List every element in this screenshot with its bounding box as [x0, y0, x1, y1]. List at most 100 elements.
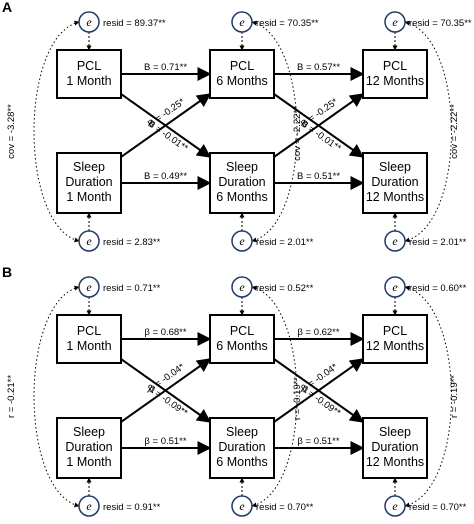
residual-label: resid = 2.01**: [256, 237, 314, 248]
error-circle: [384, 230, 406, 252]
error-symbol: e: [86, 15, 92, 29]
node-label: PCL: [383, 324, 407, 338]
node-rect: [362, 314, 428, 364]
node-label: 1 Month: [66, 339, 111, 353]
error-symbol: e: [239, 15, 245, 29]
residual-label: resid = 0.91**: [103, 502, 161, 513]
node-label: 12 Months: [366, 74, 424, 88]
error-term-pcl6: e resid = 70.35**: [231, 11, 319, 51]
node-label: 6 Months: [216, 339, 267, 353]
node-label: PCL: [77, 59, 101, 73]
covariance-label: cov = -2.22**: [449, 104, 460, 159]
residual-label: resid = 0.52**: [256, 283, 314, 294]
covariance-label: cov = -3.28**: [6, 104, 17, 159]
error-circle: [78, 11, 100, 33]
node-rect: [209, 314, 275, 364]
error-circle: [384, 11, 406, 33]
node-label: PCL: [77, 324, 101, 338]
node-rect: [56, 417, 122, 479]
node-rect: [56, 314, 122, 364]
node-label: Sleep: [379, 425, 411, 439]
residual-label: resid = 89.37**: [103, 18, 166, 29]
residual-label: resid = 0.71**: [103, 283, 161, 294]
node-label: 1 Month: [66, 190, 111, 204]
node-label: Duration: [218, 440, 265, 454]
node-rect: [362, 152, 428, 214]
covariance-label: r = -0.19**: [449, 375, 460, 418]
cross-lag-arrow: [120, 358, 212, 423]
node-rect: [209, 49, 275, 99]
path-coefficient: β = 0.51**: [144, 436, 186, 447]
residual-label: resid = 70.35**: [409, 18, 472, 29]
residual-label: resid = 0.60**: [409, 283, 467, 294]
node-label: Sleep: [73, 425, 105, 439]
residual-label: resid = 0.70**: [409, 502, 467, 513]
error-circle: [384, 495, 406, 517]
covariance-curve: [33, 285, 80, 508]
residual-label: resid = 70.35**: [256, 18, 319, 29]
error-term-sleep12: e resid = 0.70**: [384, 477, 467, 517]
path-coefficient: β = 0.62**: [297, 327, 339, 338]
error-circle: [231, 230, 253, 252]
covariance-curve: [251, 285, 298, 508]
cross-lag-arrow: [120, 93, 212, 158]
error-symbol: e: [86, 499, 92, 513]
path-coefficient: B = 0.51**: [297, 171, 340, 182]
node-label: 12 Months: [366, 455, 424, 469]
node-label: PCL: [230, 324, 254, 338]
error-circle: [384, 276, 406, 298]
node-label: Duration: [371, 440, 418, 454]
node-label: Duration: [65, 440, 112, 454]
node-label: 6 Months: [216, 455, 267, 469]
node-rect: [209, 152, 275, 214]
error-symbol: e: [392, 499, 398, 513]
path-coefficient: β = 0.68**: [144, 327, 186, 338]
panel-label: A: [2, 0, 12, 15]
covariance-label: r = -0.21**: [6, 375, 17, 418]
node-label: 1 Month: [66, 74, 111, 88]
path-coefficient: B = 0.57**: [297, 62, 340, 73]
covariance-curve: [251, 20, 298, 243]
error-term-sleep1: e resid = 0.91**: [78, 477, 161, 517]
error-symbol: e: [392, 280, 398, 294]
error-symbol: e: [86, 234, 92, 248]
node-label: Sleep: [379, 160, 411, 174]
node-label: Duration: [371, 175, 418, 189]
error-circle: [231, 495, 253, 517]
path-coefficient: B = 0.49**: [144, 171, 187, 182]
error-circle: [78, 230, 100, 252]
covariance-label: r = -0.19**: [292, 377, 303, 420]
node-label: Sleep: [73, 160, 105, 174]
residual-label: resid = 2.83**: [103, 237, 161, 248]
error-symbol: e: [239, 499, 245, 513]
node-label: PCL: [383, 59, 407, 73]
node-label: Duration: [65, 175, 112, 189]
error-circle: [78, 495, 100, 517]
node-rect: [362, 49, 428, 99]
node-label: 6 Months: [216, 74, 267, 88]
error-circle: [78, 276, 100, 298]
error-symbol: e: [239, 234, 245, 248]
error-symbol: e: [239, 280, 245, 294]
node-label: 12 Months: [366, 190, 424, 204]
covariance-label: cov = -2.22**: [292, 106, 303, 161]
error-symbol: e: [392, 234, 398, 248]
error-symbol: e: [86, 280, 92, 294]
path-coefficient: B = 0.71**: [144, 62, 187, 73]
node-rect: [56, 49, 122, 99]
cross-lag-arrow: [273, 358, 365, 423]
error-term-sleep6: e resid = 2.01**: [231, 212, 314, 252]
error-symbol: e: [392, 15, 398, 29]
node-label: 12 Months: [366, 339, 424, 353]
